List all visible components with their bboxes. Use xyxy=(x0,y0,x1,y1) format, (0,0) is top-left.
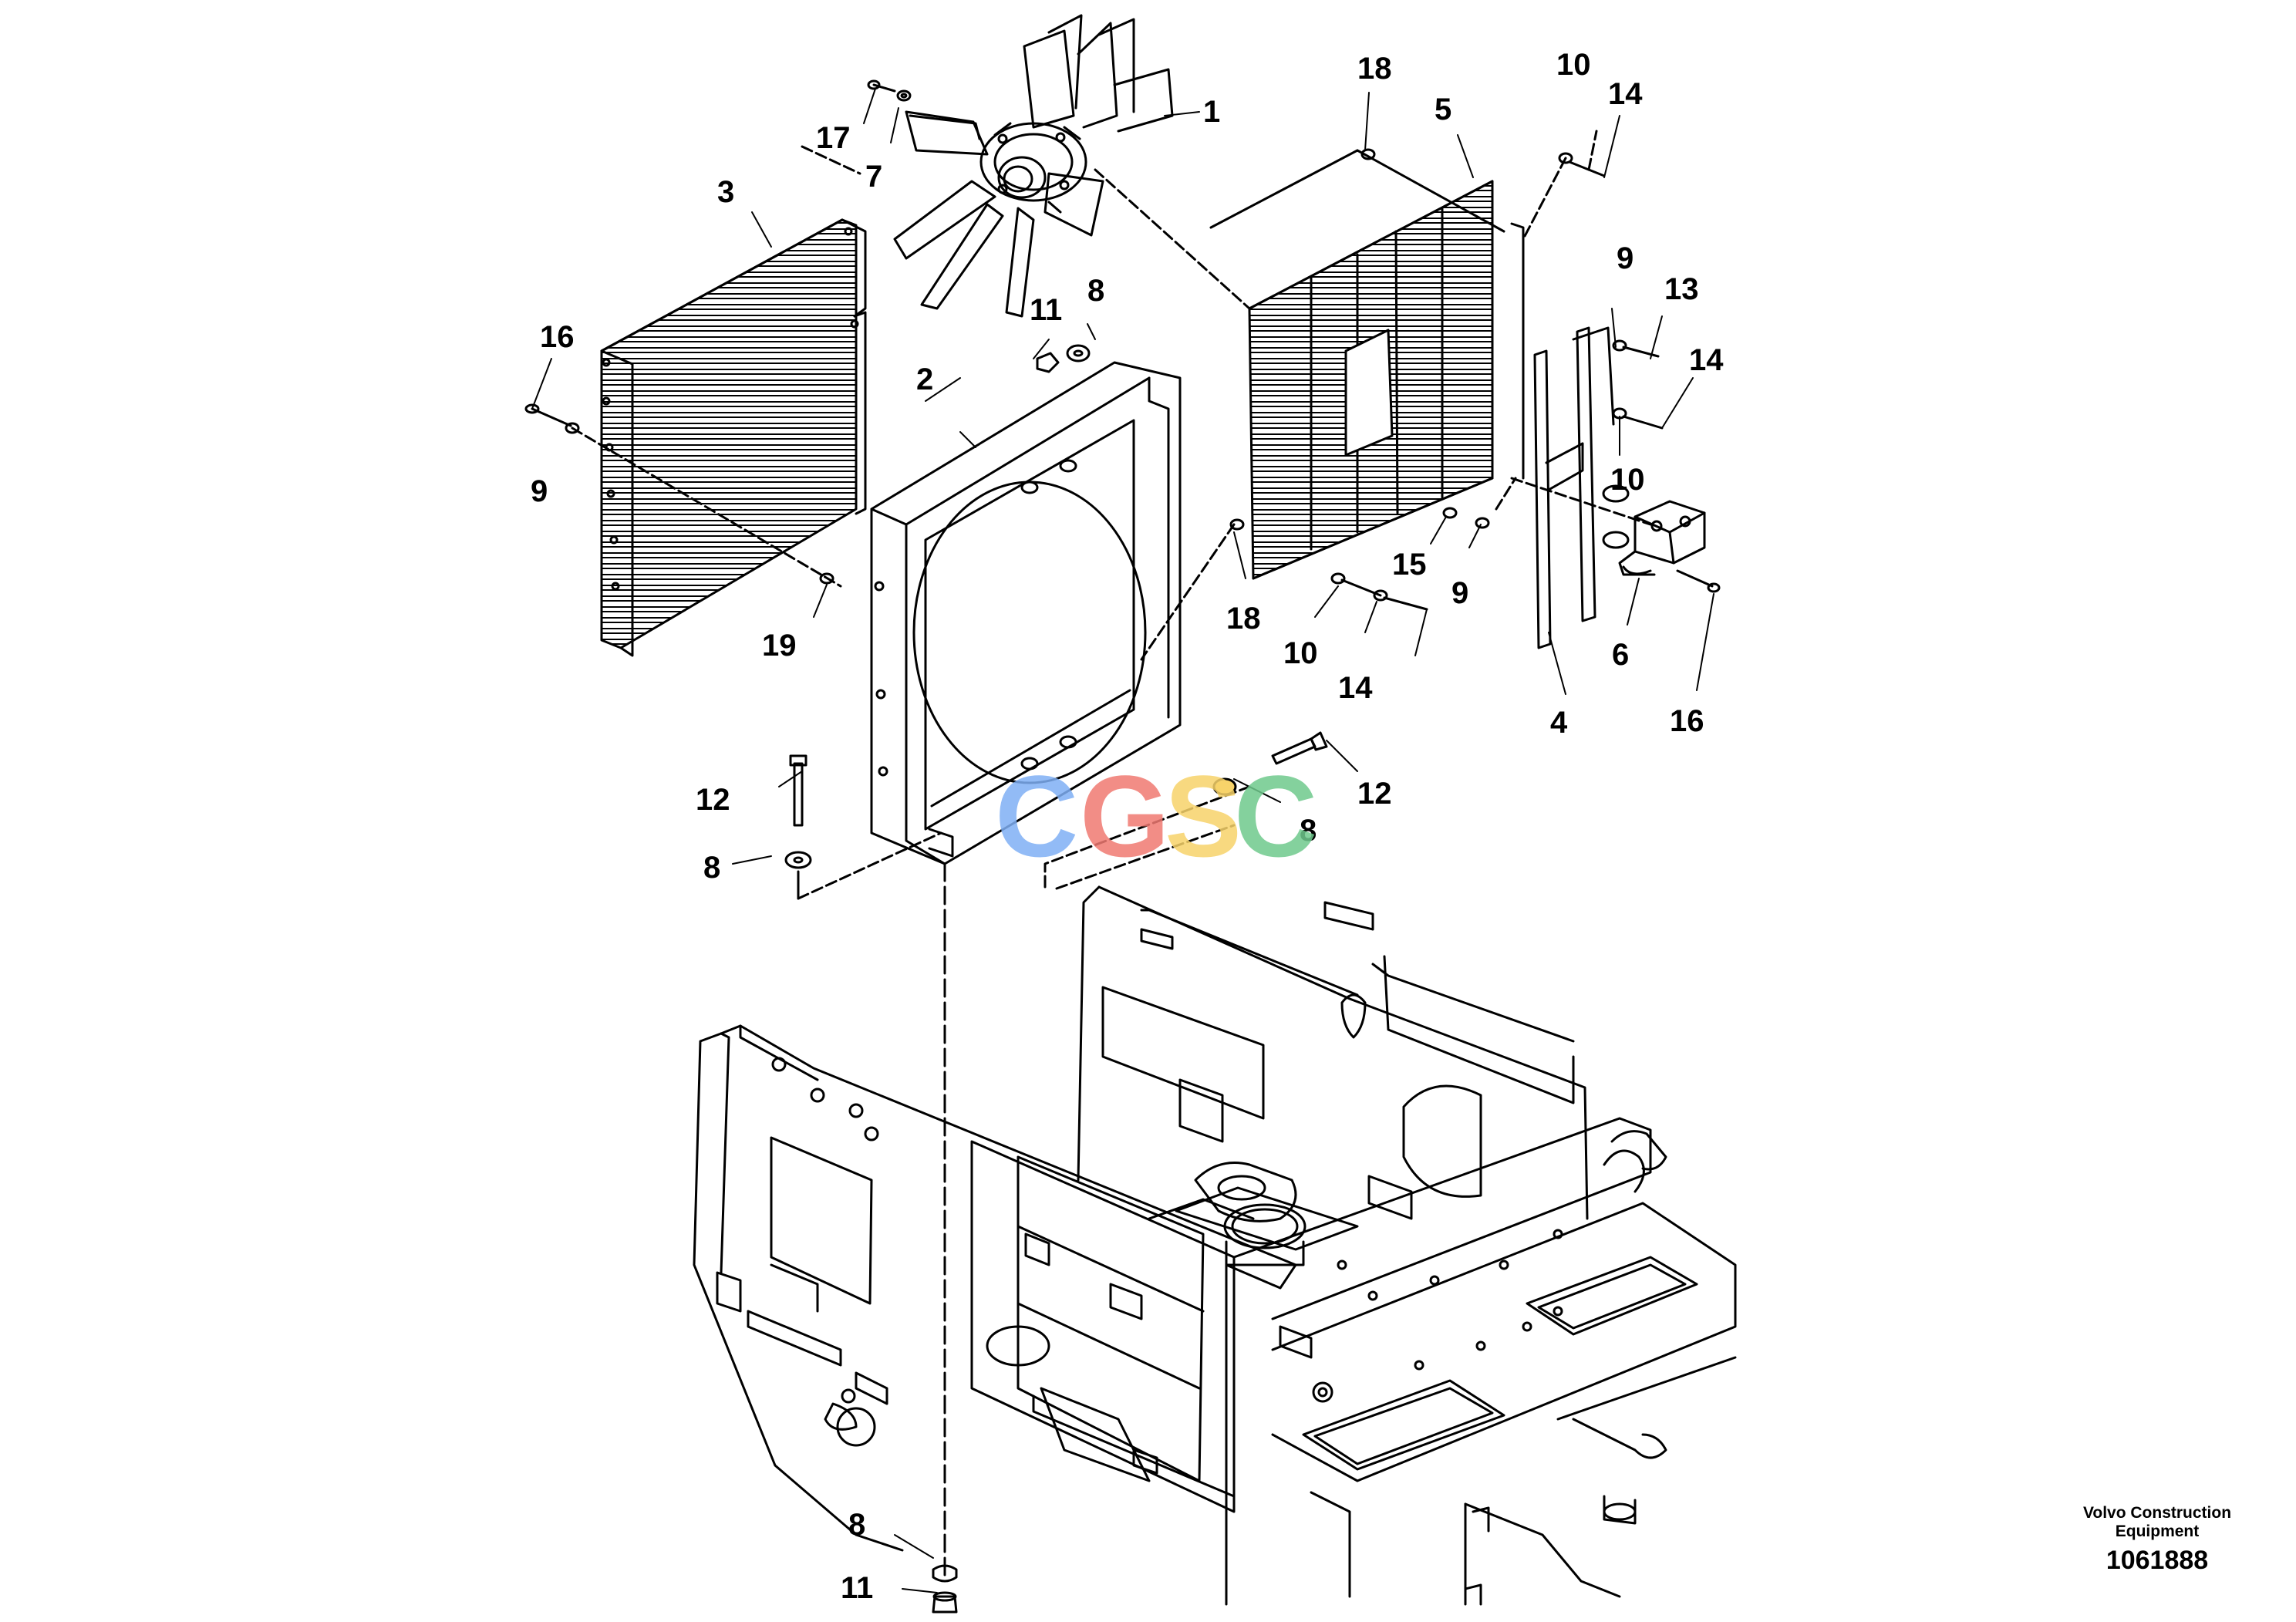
callout-16-left: 16 xyxy=(540,320,575,354)
watermark-letter-c2: C xyxy=(1234,751,1317,881)
callout-12-right: 12 xyxy=(1357,777,1392,811)
fan-shroud-part xyxy=(870,344,1182,865)
callout-3: 3 xyxy=(717,175,734,209)
callout-5: 5 xyxy=(1435,93,1451,126)
watermark-letter-g: G xyxy=(1080,751,1170,881)
side-bracket-part xyxy=(1533,326,1630,649)
callout-8-left: 8 xyxy=(703,851,720,885)
switch-part xyxy=(1618,500,1721,593)
drawing-caption: Volvo Construction Equipment 1061888 xyxy=(2065,1504,2250,1576)
callout-7: 7 xyxy=(865,160,882,194)
callout-14-bottom: 14 xyxy=(1338,671,1373,705)
callout-1: 1 xyxy=(1203,95,1220,129)
callout-11-upper: 11 xyxy=(1030,293,1062,327)
callout-2: 2 xyxy=(916,363,933,396)
callout-19: 19 xyxy=(762,629,797,663)
callout-10-right: 10 xyxy=(1610,463,1645,497)
callout-18-top: 18 xyxy=(1357,52,1392,86)
callout-16-right: 16 xyxy=(1670,704,1704,738)
drawing-number: 1061888 xyxy=(2106,1546,2209,1575)
callout-8-right: 8 xyxy=(1300,814,1317,848)
callout-9-left: 9 xyxy=(531,474,548,508)
callout-labels: 1 2 3 4 5 6 7 8 8 8 8 9 9 9 10 10 10 11 … xyxy=(531,48,1724,1605)
watermark-letter-s: S xyxy=(1165,751,1242,881)
callout-10-bottom: 10 xyxy=(1283,636,1318,670)
callout-10-top: 10 xyxy=(1556,48,1591,82)
callout-13: 13 xyxy=(1664,272,1699,306)
callout-14-top: 14 xyxy=(1608,77,1643,111)
callout-8-upper: 8 xyxy=(1087,274,1104,308)
callout-15: 15 xyxy=(1392,548,1427,582)
callout-11-bottom: 11 xyxy=(841,1571,873,1605)
manufacturer-line-1: Volvo Construction xyxy=(2082,1504,2232,1522)
fastener-parts xyxy=(784,130,1664,1614)
fan-part xyxy=(867,14,1174,318)
callout-6: 6 xyxy=(1612,638,1629,672)
watermark-logo: C G S C xyxy=(995,751,1317,881)
callout-18-bottom: 18 xyxy=(1226,602,1261,636)
callout-12-left: 12 xyxy=(696,783,730,817)
callout-14-right: 14 xyxy=(1689,343,1724,377)
callout-17: 17 xyxy=(816,121,851,155)
watermark-letter-c1: C xyxy=(995,751,1078,881)
louver-grille-part xyxy=(524,218,867,657)
callout-4: 4 xyxy=(1550,706,1568,740)
callout-9-right: 9 xyxy=(1617,241,1633,275)
chassis-frame-part xyxy=(693,885,1737,1606)
callout-8-bottom: 8 xyxy=(848,1508,865,1542)
manufacturer-line-2: Equipment xyxy=(2115,1523,2200,1540)
leader-lines xyxy=(531,88,1714,1593)
radiator-core-part xyxy=(1094,148,1525,661)
callout-9-mid: 9 xyxy=(1451,576,1468,610)
